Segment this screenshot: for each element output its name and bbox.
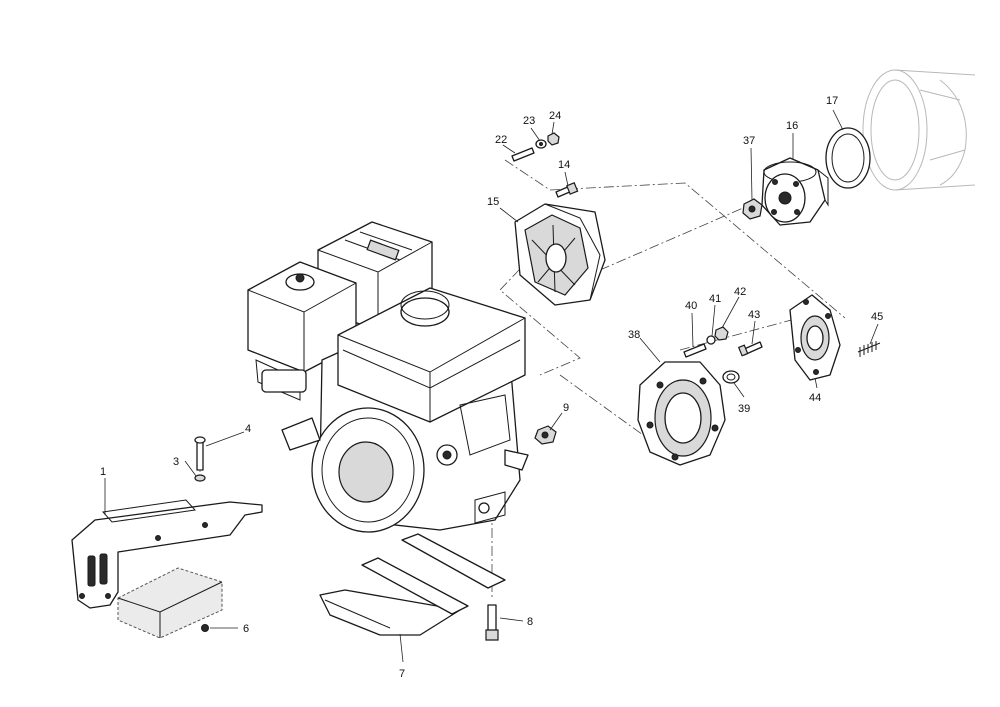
callout-16: 16	[786, 120, 798, 132]
callout-6: 6	[243, 623, 249, 635]
callout-22: 22	[495, 134, 507, 146]
leader-lines	[104, 109, 879, 663]
seal-ring	[825, 127, 871, 189]
adapter-plate	[514, 203, 606, 306]
callout-38: 38	[628, 329, 640, 341]
stud-22	[511, 147, 535, 162]
nut-24	[547, 132, 560, 146]
callout-44: 44	[809, 392, 821, 404]
callout-42: 42	[734, 286, 746, 298]
nut-42	[714, 326, 729, 341]
engine	[247, 221, 529, 533]
callout-45: 45	[871, 311, 883, 323]
nut-9	[534, 425, 557, 445]
bolt-14	[555, 182, 579, 198]
callout-37: 37	[743, 135, 755, 147]
callout-23: 23	[523, 115, 535, 127]
stud-40	[683, 343, 707, 358]
bolt-4	[194, 436, 206, 482]
callout-15: 15	[487, 196, 499, 208]
callout-43: 43	[748, 309, 760, 321]
callout-40: 40	[685, 300, 697, 312]
bolt-43	[737, 341, 763, 357]
pump-housing-outline	[862, 69, 976, 191]
nut-37	[742, 198, 763, 220]
callout-39: 39	[738, 403, 750, 415]
callout-41: 41	[709, 293, 721, 305]
pump-flange	[637, 361, 726, 466]
bolt-8	[485, 604, 499, 641]
washer-41	[706, 335, 716, 345]
bearing-housing	[789, 294, 841, 381]
callout-3: 3	[173, 456, 179, 468]
callout-4: 4	[245, 423, 251, 435]
callout-8: 8	[527, 616, 533, 628]
base-skid-rails	[319, 533, 506, 636]
washer-23	[535, 139, 547, 149]
coupling	[761, 157, 829, 226]
callout-9: 9	[563, 402, 569, 414]
washer-39	[722, 370, 740, 384]
callout-24: 24	[549, 110, 561, 122]
callout-1: 1	[100, 466, 106, 478]
callout-labels: 1 3 4 6 7 8 9 14 15 16 17 22 23 24 37 38…	[100, 95, 883, 680]
callout-17: 17	[826, 95, 838, 107]
battery-box	[117, 567, 223, 639]
mounting-bracket	[71, 499, 263, 609]
spring-45	[857, 341, 881, 357]
callout-14: 14	[558, 159, 570, 171]
callout-7: 7	[399, 668, 405, 680]
